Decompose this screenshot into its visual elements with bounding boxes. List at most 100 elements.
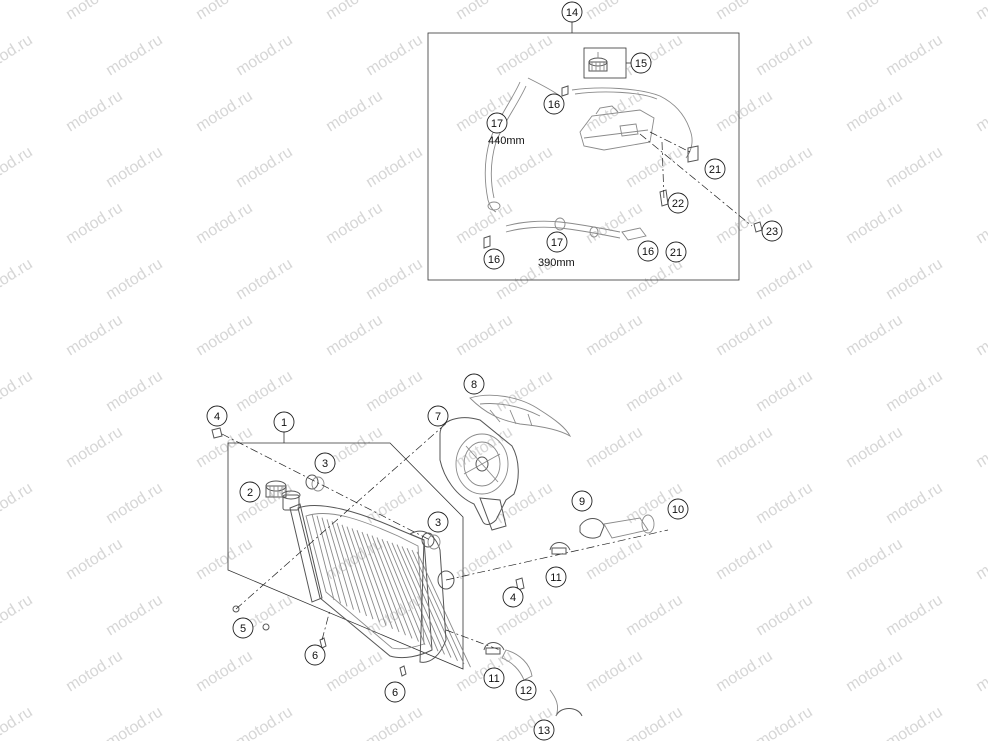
callout-number: 4 xyxy=(214,411,220,423)
callout-circle xyxy=(571,490,593,512)
grommet-upper xyxy=(305,474,325,492)
inset-frame xyxy=(427,32,740,281)
callout-c17b: 17 xyxy=(546,231,568,253)
radiator-fin xyxy=(411,549,465,665)
callout-c3b: 3 xyxy=(427,511,449,533)
watermark-text: motod.ru xyxy=(0,704,36,741)
bolt-4-upper xyxy=(211,427,223,439)
callout-circle xyxy=(630,52,652,74)
callout-number: 17 xyxy=(551,237,563,249)
callout-circle xyxy=(546,231,568,253)
callout-c3a: 3 xyxy=(314,452,336,474)
watermark-text: motod.ru xyxy=(623,144,686,192)
watermark-text: motod.ru xyxy=(453,88,516,136)
watermark-text: motod.ru xyxy=(0,144,36,192)
watermark-text: motod.ru xyxy=(583,536,646,584)
callout-number: 21 xyxy=(670,247,682,259)
watermark-text: motod.ru xyxy=(843,536,906,584)
watermark-text: motod.ru xyxy=(583,312,646,360)
callout-c2: 2 xyxy=(239,481,261,503)
callout-number: 1 xyxy=(281,417,287,429)
callout-c6a: 6 xyxy=(304,644,326,666)
watermark-text: motod.ru xyxy=(0,592,36,640)
radiator-core xyxy=(281,490,471,668)
watermark-text: motod.ru xyxy=(363,592,426,640)
watermark-text: motod.ru xyxy=(753,256,816,304)
callout-c7: 7 xyxy=(427,405,449,427)
watermark-text: motod.ru xyxy=(63,424,126,472)
watermark-text: motod.ru xyxy=(103,592,166,640)
watermark-text: motod.ru xyxy=(623,32,686,80)
watermark-text: motod.ru xyxy=(193,88,256,136)
watermark-text: motod.ru xyxy=(843,0,906,23)
callout-c13: 13 xyxy=(533,719,555,741)
nut-5a xyxy=(232,605,240,613)
watermark-text: motod.ru xyxy=(883,704,946,741)
callout-number: 23 xyxy=(766,226,778,238)
watermark-text: motod.ru xyxy=(973,312,988,360)
watermark-text: motod.ru xyxy=(753,368,816,416)
watermark-text: motod.ru xyxy=(193,648,256,696)
watermark-text: motod.ru xyxy=(103,704,166,741)
radiator-fin xyxy=(376,537,419,642)
callout-number: 3 xyxy=(435,517,441,529)
watermark-text: motod.ru xyxy=(713,648,776,696)
callout-circle xyxy=(314,452,336,474)
callout-c12: 12 xyxy=(515,679,537,701)
watermark-text: motod.ru xyxy=(753,32,816,80)
watermark-text: motod.ru xyxy=(883,144,946,192)
watermark-text: motod.ru xyxy=(103,256,166,304)
callout-number: 5 xyxy=(240,623,246,635)
radiator-cap xyxy=(265,480,287,498)
callout-number: 22 xyxy=(672,198,684,210)
watermark-text: motod.ru xyxy=(843,648,906,696)
callout-circle xyxy=(667,192,689,214)
bolt-4-lower xyxy=(515,577,525,591)
callout-circle xyxy=(533,719,555,741)
watermark-text: motod.ru xyxy=(0,32,36,80)
watermark-text: motod.ru xyxy=(883,480,946,528)
watermark-text: motod.ru xyxy=(0,256,36,304)
watermark-text: motod.ru xyxy=(103,144,166,192)
callout-number: 14 xyxy=(566,7,578,19)
watermark-text: motod.ru xyxy=(453,0,516,23)
hose-390 xyxy=(505,217,647,241)
callout-layer: 1233445667891011111213141516161617172121… xyxy=(206,1,783,741)
callout-circle xyxy=(239,481,261,503)
fan-cover xyxy=(469,394,572,438)
callout-c1: 1 xyxy=(273,411,295,433)
callout-circle xyxy=(483,667,505,689)
callout-c4b: 4 xyxy=(502,586,524,608)
callout-number: 9 xyxy=(579,496,585,508)
clamp-16-left xyxy=(483,235,491,249)
watermark-text: motod.ru xyxy=(323,312,386,360)
callout-circle xyxy=(704,158,726,180)
watermark-text: motod.ru xyxy=(583,424,646,472)
radiator-fin xyxy=(331,521,361,613)
callout-c11a: 11 xyxy=(545,566,567,588)
watermark-text: motod.ru xyxy=(623,368,686,416)
watermark-text: motod.ru xyxy=(583,0,646,23)
callout-circle xyxy=(304,644,326,666)
watermark-text: motod.ru xyxy=(583,648,646,696)
watermark-text: motod.ru xyxy=(323,200,386,248)
hose-clamp-13 xyxy=(549,689,583,717)
callout-circle xyxy=(502,586,524,608)
radiator-fin xyxy=(386,540,432,649)
watermark-text: motod.ru xyxy=(973,200,988,248)
watermark-text: motod.ru xyxy=(363,32,426,80)
callout-c21b: 21 xyxy=(665,241,687,263)
callout-c9: 9 xyxy=(571,490,593,512)
watermark-text: motod.ru xyxy=(63,312,126,360)
radiator-fin xyxy=(351,528,387,626)
callout-circle xyxy=(543,93,565,115)
watermark-text: motod.ru xyxy=(493,144,556,192)
watermark-text: motod.ru xyxy=(623,704,686,741)
callout-c16c: 16 xyxy=(637,240,659,262)
callout-number: 16 xyxy=(642,246,654,258)
watermark-text: motod.ru xyxy=(883,368,946,416)
watermark-text: motod.ru xyxy=(233,704,296,741)
watermark-text: motod.ru xyxy=(713,312,776,360)
watermark-text: motod.ru xyxy=(843,88,906,136)
